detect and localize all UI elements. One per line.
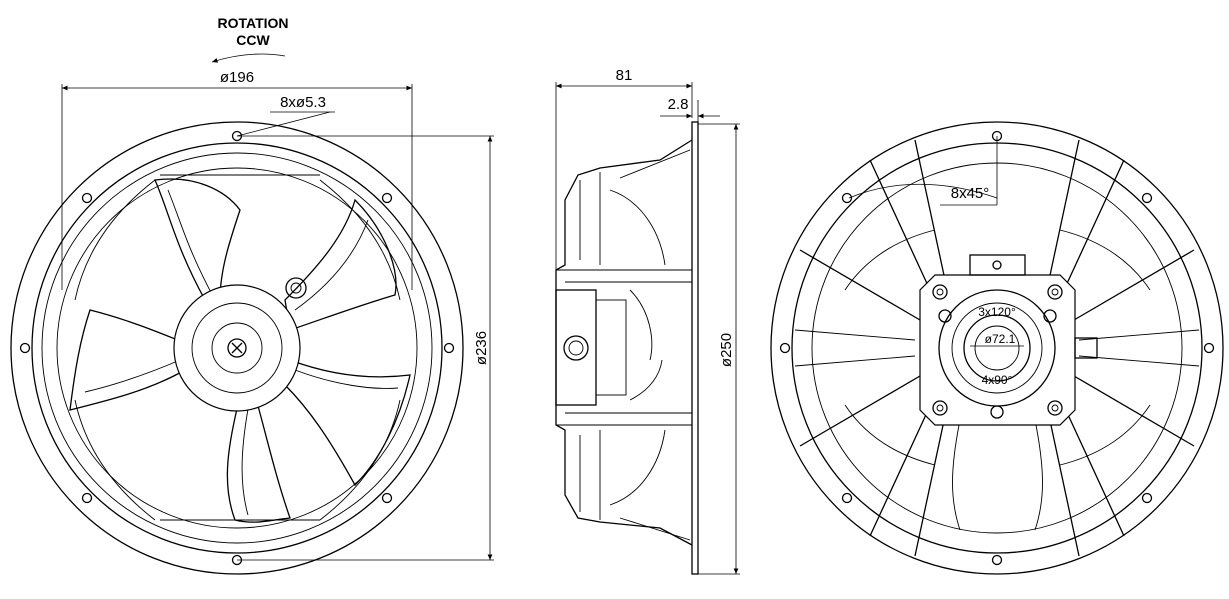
- motor-flange: [919, 274, 1076, 426]
- mounting-holes: [19, 130, 455, 566]
- dim-outer-diameter: ø236: [473, 331, 490, 365]
- front-view: ø196 8xø5.3 ø236: [10, 69, 494, 575]
- rear-cable-gland: [1074, 337, 1098, 359]
- motor-body: [555, 289, 597, 406]
- dim-depth: 81: [616, 67, 633, 84]
- flange-plate: [691, 121, 699, 575]
- dim-hub-bottom: 4x90°: [982, 373, 1013, 387]
- rotation-direction: CCW: [236, 32, 270, 48]
- cable-gland: [563, 335, 589, 361]
- rotation-label: ROTATION: [217, 15, 288, 31]
- dim-holes: 8xø5.3: [280, 94, 326, 111]
- dim-hub-top: 3x120°: [978, 305, 1016, 319]
- dim-inner-diameter: ø196: [220, 69, 254, 86]
- support-struts: [794, 139, 1200, 557]
- corner-bolts: [932, 284, 1063, 419]
- rear-view: 8x45° 3x120° ø72.1 4x90°: [770, 121, 1224, 575]
- dim-flange-diameter: ø250: [718, 333, 735, 367]
- rear-hub: [938, 289, 1056, 407]
- rotation-indicator: ROTATION CCW: [211, 15, 289, 63]
- dim-hub-diameter: ø72.1: [985, 332, 1016, 346]
- rotation-arrow-icon: [211, 53, 286, 63]
- rear-outer-ring: [770, 121, 1224, 575]
- side-view: 81 2.8 ø250: [555, 67, 740, 575]
- dim-hole-pitch: 8x45°: [951, 185, 990, 202]
- dim-flange: 2.8: [668, 96, 689, 113]
- outer-ring: [10, 121, 464, 575]
- fan-blades: [69, 178, 411, 523]
